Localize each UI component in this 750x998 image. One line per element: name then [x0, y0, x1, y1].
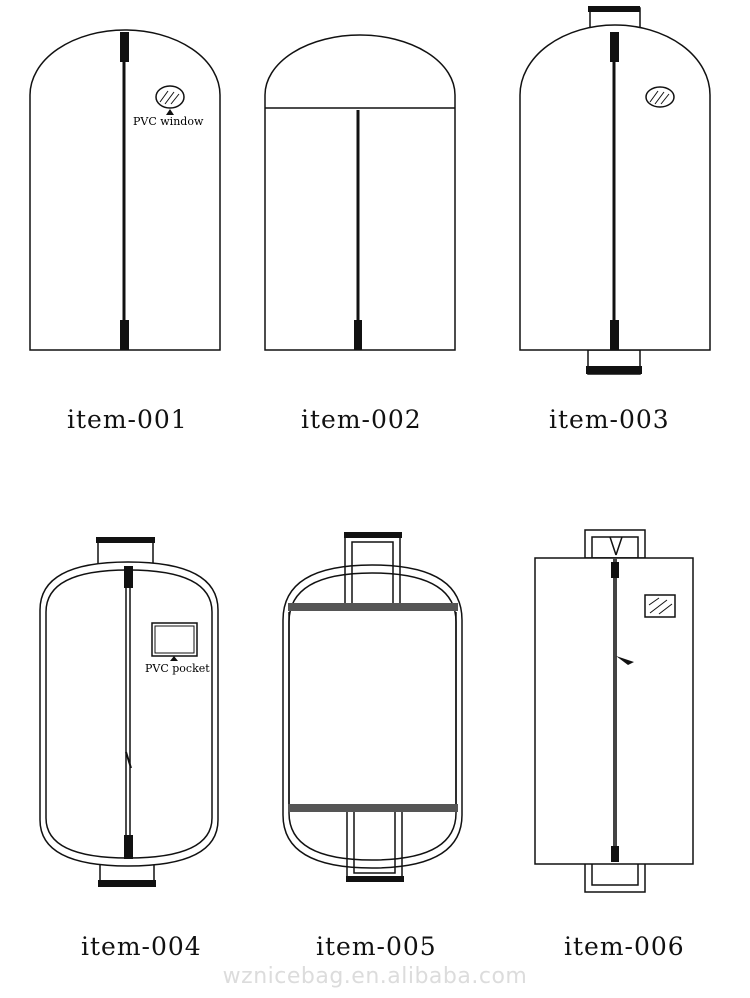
bottom-handle — [587, 349, 641, 375]
zipper-bottom-tab — [611, 846, 619, 862]
zipper-bottom-tab — [120, 320, 129, 350]
item-006-caption: item-006 — [564, 932, 685, 961]
zipper-bottom-tab — [610, 320, 619, 350]
bottom-handle — [584, 861, 646, 893]
bag-outline-inner — [288, 572, 457, 861]
pvc-window-label: PVC window — [133, 115, 204, 128]
bag-outline-outer — [39, 561, 219, 867]
bag-outline — [519, 24, 711, 351]
top-handle-straps — [344, 534, 401, 605]
pvc-window-icon — [155, 85, 185, 115]
item-004-caption: item-004 — [81, 932, 202, 961]
zipper-top-tab — [610, 32, 619, 62]
item-001-caption: item-001 — [67, 405, 188, 434]
zipper-pull-icon — [616, 656, 634, 665]
item-002-caption: item-002 — [301, 405, 422, 434]
zipper-top-tab — [611, 562, 619, 578]
pvc-window-icon — [645, 86, 675, 108]
bag-outline — [534, 557, 694, 865]
watermark: wznicebag.en.alibaba.com — [222, 964, 528, 989]
bottom-handle — [99, 859, 155, 887]
zipper-bottom-tab — [354, 320, 362, 350]
zipper-top-tab — [120, 32, 129, 62]
zipper-pull-icon — [125, 751, 132, 769]
pvc-window-icon — [644, 594, 676, 618]
item-005-caption: item-005 — [316, 932, 437, 961]
bag-outline-outer — [282, 564, 463, 869]
bag-outline — [264, 34, 456, 351]
top-handle — [97, 539, 154, 567]
pvc-pocket-icon — [151, 622, 198, 657]
bag-outline-inner — [45, 569, 213, 859]
bottom-handle-straps — [346, 808, 403, 881]
top-handle — [584, 529, 646, 559]
pvc-pocket-label: PVC pocket — [145, 662, 210, 675]
zipper-top-tab — [124, 566, 133, 588]
top-handle — [589, 7, 641, 31]
top-band — [288, 603, 458, 611]
zipper-bottom-tab — [124, 835, 133, 859]
bottom-band — [288, 804, 458, 812]
bag-outline — [29, 29, 221, 351]
item-003-caption: item-003 — [549, 405, 670, 434]
